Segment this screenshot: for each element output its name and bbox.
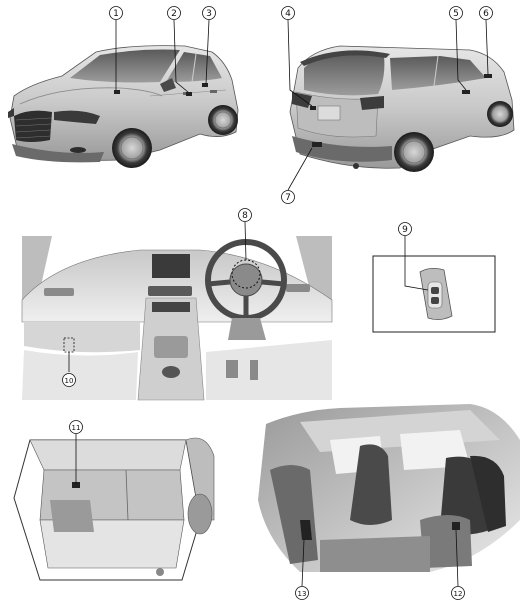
callout-12-label: 12	[454, 590, 463, 598]
callout-4: 4	[281, 6, 295, 20]
callout-11: 11	[69, 420, 83, 434]
callout-11-label: 11	[72, 424, 81, 432]
callout-10-label: 10	[65, 377, 74, 385]
callout-4-label: 4	[285, 9, 291, 19]
key-fob-view	[372, 255, 496, 333]
cabin-interior-view	[258, 404, 520, 572]
car-rear-view	[289, 45, 515, 172]
callout-13: 13	[295, 586, 309, 600]
callout-5-label: 5	[453, 9, 459, 19]
callout-2: 2	[167, 6, 181, 20]
dashboard-view	[21, 236, 333, 401]
callout-6-label: 6	[483, 9, 489, 19]
callout-3-label: 3	[206, 9, 212, 19]
callout-13-label: 13	[298, 590, 307, 598]
callout-1-label: 1	[113, 9, 119, 19]
callout-5: 5	[449, 6, 463, 20]
callout-7: 7	[281, 190, 295, 204]
luggage-compartment-view	[13, 437, 215, 581]
callout-1: 1	[109, 6, 123, 20]
callout-9-label: 9	[402, 225, 408, 235]
callout-3: 3	[202, 6, 216, 20]
car-front-view	[8, 45, 239, 168]
callout-10: 10	[62, 373, 76, 387]
leader-lines	[68, 19, 489, 587]
callout-12: 12	[451, 586, 465, 600]
callout-8: 8	[238, 208, 252, 222]
callout-numbers: 1 2 3 4 5 6 7 8	[62, 6, 493, 600]
callout-9: 9	[398, 222, 412, 236]
callout-7-label: 7	[285, 193, 291, 203]
callout-8-label: 8	[242, 211, 248, 221]
callout-6: 6	[479, 6, 493, 20]
callout-2-label: 2	[171, 9, 177, 19]
